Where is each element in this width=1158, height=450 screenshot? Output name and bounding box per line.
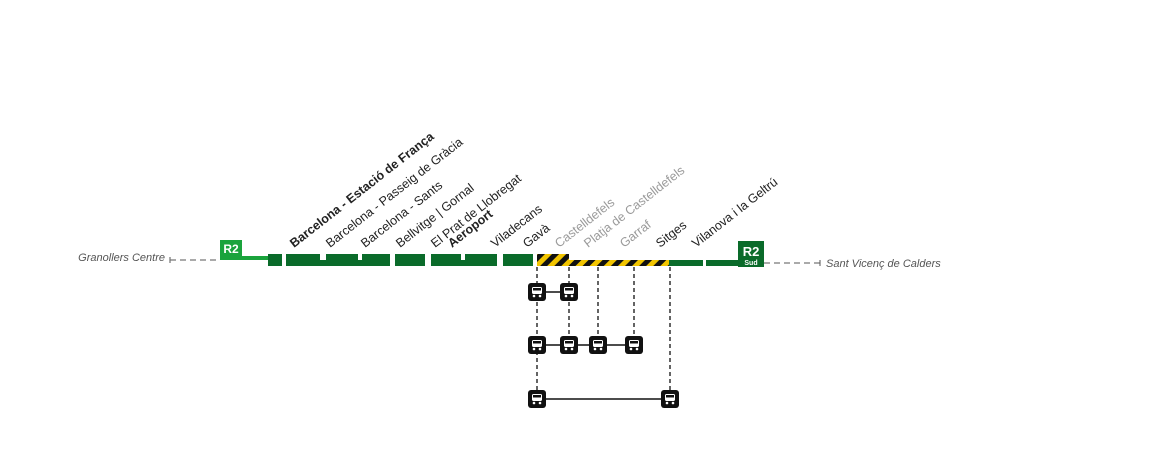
bus-icon [661,390,679,408]
disrupted-section [537,254,669,266]
track-segment [320,260,326,266]
bus-route-1 [528,283,578,301]
bus-icon [528,390,546,408]
line-badge-r2-sud-suffix: Sud [744,260,757,267]
track-segment [461,260,465,266]
terminus-west-connector [169,257,220,263]
station-label-sitges: Sitges [653,218,689,250]
line-badge-r2-text: R2 [223,242,239,256]
bus-route-2 [528,336,643,354]
track-segment [431,254,461,266]
station-label-vilanova: Vilanova i la Geltrú [689,175,780,251]
line-track [268,254,738,266]
track-segment [358,260,362,266]
line-track-approach [220,256,268,260]
bus-icon [625,336,643,354]
track-segment [326,254,358,266]
track-segment [268,254,282,266]
track-segment [503,254,533,266]
bus-route-3 [528,390,679,408]
track-segment [286,254,320,266]
bus-icon [560,336,578,354]
terminus-east-connector [764,260,821,266]
terminus-west-label: Granollers Centre [78,252,165,264]
line-badge-r2-sud-code: R2 [743,244,760,259]
terminus-east-label: Sant Vicenç de Calders [826,258,941,270]
track-segment [465,254,497,266]
track-segment [706,260,738,266]
line-badge-r2-sud: R2 Sud [738,241,764,267]
bus-connections [528,267,679,408]
bus-icon [589,336,607,354]
bus-icon [560,283,578,301]
line-badge-r2: R2 [220,240,242,256]
track-segment [669,260,703,266]
bus-icon [528,283,546,301]
track-segment [395,254,425,266]
bus-icon [528,336,546,354]
track-segment [362,254,390,266]
